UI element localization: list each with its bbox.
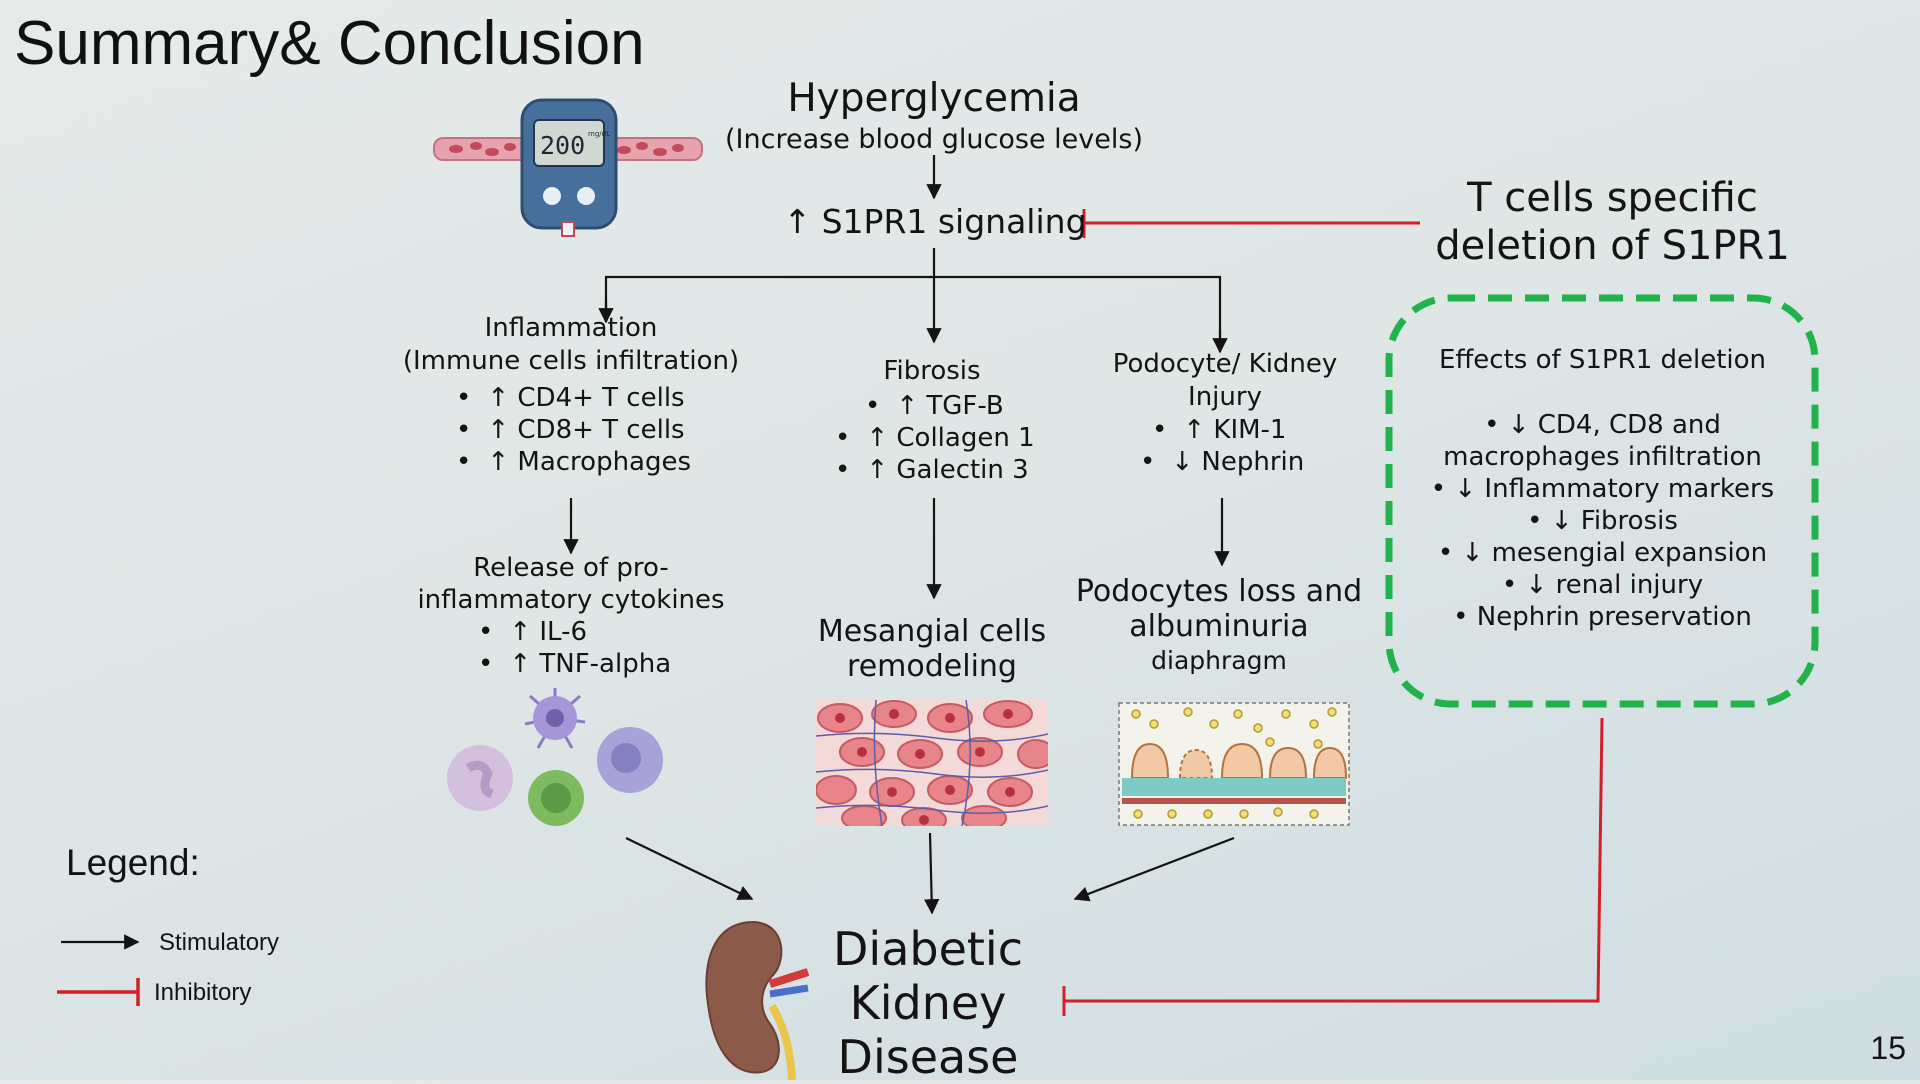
cytokine-release-heading: Release of pro- inflammatory cytokines <box>381 552 761 616</box>
list-item: • ↓ Inflammatory markers <box>1430 474 1775 504</box>
glucometer-illustration: 200 mg/dL <box>433 98 703 237</box>
list-item: ↓ Nephrin <box>1140 446 1304 478</box>
intervention-line-1: T cells specific <box>1467 175 1758 221</box>
mesangial-tissue-illustration <box>816 700 1048 826</box>
inhibit-effects-to-dkd <box>1064 717 1604 1003</box>
effects-dashed-box <box>1385 294 1819 708</box>
list-item: ↑ CD8+ T cells <box>456 414 691 446</box>
podocytes-outcome: Podocytes loss and albuminuria <box>1064 574 1374 644</box>
arrow-podocytes-to-dkd <box>1073 836 1235 902</box>
list-item: ↑ Macrophages <box>456 446 691 478</box>
list-item: ↑ KIM-1 <box>1140 414 1304 446</box>
list-item: macrophages infiltration <box>1443 442 1762 472</box>
list-item: ↑ Galectin 3 <box>835 454 1035 486</box>
dkd-outcome: Diabetic Kidney Disease <box>810 922 1046 1084</box>
legend-inhibitory-label: Inhibitory <box>154 979 252 1006</box>
dkd-line-1: Diabetic <box>833 922 1023 976</box>
list-item: ↑ IL-6 <box>478 616 671 648</box>
dkd-line-3: Disease <box>837 1030 1019 1084</box>
list-item: ↑ Collagen 1 <box>835 422 1034 454</box>
mesangial-outcome: Mesangial cells remodeling <box>784 614 1080 684</box>
intervention-line-2: deletion of S1PR1 <box>1435 223 1790 269</box>
hyperglycemia-title: Hyperglycemia <box>787 76 1081 121</box>
fibrosis-title: Fibrosis <box>883 356 981 386</box>
immune-cells-illustration <box>447 688 663 826</box>
legend-title: Legend: <box>66 842 200 883</box>
slide-title: Summary& Conclusion <box>14 9 645 78</box>
kidney-illustration <box>705 920 810 1080</box>
effects-title: Effects of S1PR1 deletion <box>1438 345 1767 375</box>
list-item: ↑ CD4+ T cells <box>456 382 691 414</box>
arrow-cells-to-dkd <box>625 837 754 900</box>
glucometer-unit: mg/dL <box>588 130 610 138</box>
effect-text: ↓ mesengial expansion <box>1461 538 1768 568</box>
podocyte-title-line-1: Podocyte/ Kidney <box>1112 349 1338 379</box>
cytokine-list: ↑ IL-6 ↑ TNF-alpha <box>478 616 671 680</box>
podocytes-outcome-line-2: albuminuria <box>1129 609 1309 644</box>
inflammation-heading: Inflammation (Immune cells infiltration) <box>371 312 771 378</box>
effect-text: ↓ Fibrosis <box>1550 506 1678 536</box>
legend-stimulatory-label: Stimulatory <box>159 929 280 956</box>
podocytes-outcome-line-1: Podocytes loss and <box>1075 574 1363 609</box>
podocyte-heading: Podocyte/ Kidney Injury <box>1090 348 1360 414</box>
mesangial-line-2: remodeling <box>847 649 1017 684</box>
diaphragm-label: diaphragm <box>1151 646 1287 675</box>
effect-text: ↓ CD4, CD8 and <box>1507 410 1721 440</box>
s1pr1-signaling: ↑ S1PR1 signaling <box>783 202 1087 241</box>
glucometer-reading: 200 <box>540 131 585 160</box>
list-item: • ↓ renal injury <box>1501 570 1704 600</box>
slide-number: 15 <box>1870 1030 1906 1066</box>
fibrosis-list: ↑ TGF-B ↑ Collagen 1 ↑ Galectin 3 <box>835 390 1035 486</box>
inflammation-subtitle: (Immune cells infiltration) <box>402 346 740 376</box>
inflammation-list: ↑ CD4+ T cells ↑ CD8+ T cells ↑ Macropha… <box>456 382 691 478</box>
mesangial-line-1: Mesangial cells <box>817 614 1047 649</box>
podocyte-list: ↑ KIM-1 ↓ Nephrin <box>1140 414 1304 478</box>
list-item: ↑ TGF-B <box>835 390 1035 422</box>
podocyte-title-line-2: Injury <box>1188 382 1262 412</box>
dkd-line-2: Kidney <box>849 976 1007 1030</box>
cytokine-release-line-1: Release of pro- <box>473 553 669 583</box>
effect-text: ↓ Inflammatory markers <box>1454 474 1775 504</box>
list-item: • Nephrin preservation <box>1453 602 1752 632</box>
list-item: ↑ TNF-alpha <box>478 648 671 680</box>
arrow-mesangial-to-dkd <box>923 832 940 915</box>
effect-text: Nephrin preservation <box>1476 602 1752 632</box>
cytokine-release-line-2: inflammatory cytokines <box>417 585 725 615</box>
podocyte-diaphragm-illustration <box>1118 702 1350 826</box>
intervention-label: T cells specific deletion of S1PR1 <box>1420 174 1805 270</box>
inflammation-title: Inflammation <box>484 313 658 343</box>
list-item: • ↓ CD4, CD8 and <box>1484 410 1721 440</box>
list-item: • ↓ Fibrosis <box>1527 506 1678 536</box>
effects-list: • ↓ CD4, CD8 and macrophages infiltratio… <box>1405 409 1800 633</box>
effect-text: ↓ renal injury <box>1525 570 1704 600</box>
hyperglycemia-subtitle: (Increase blood glucose levels) <box>725 124 1143 155</box>
branch-horizontal <box>604 275 1222 352</box>
list-item: • ↓ mesengial expansion <box>1437 538 1768 568</box>
